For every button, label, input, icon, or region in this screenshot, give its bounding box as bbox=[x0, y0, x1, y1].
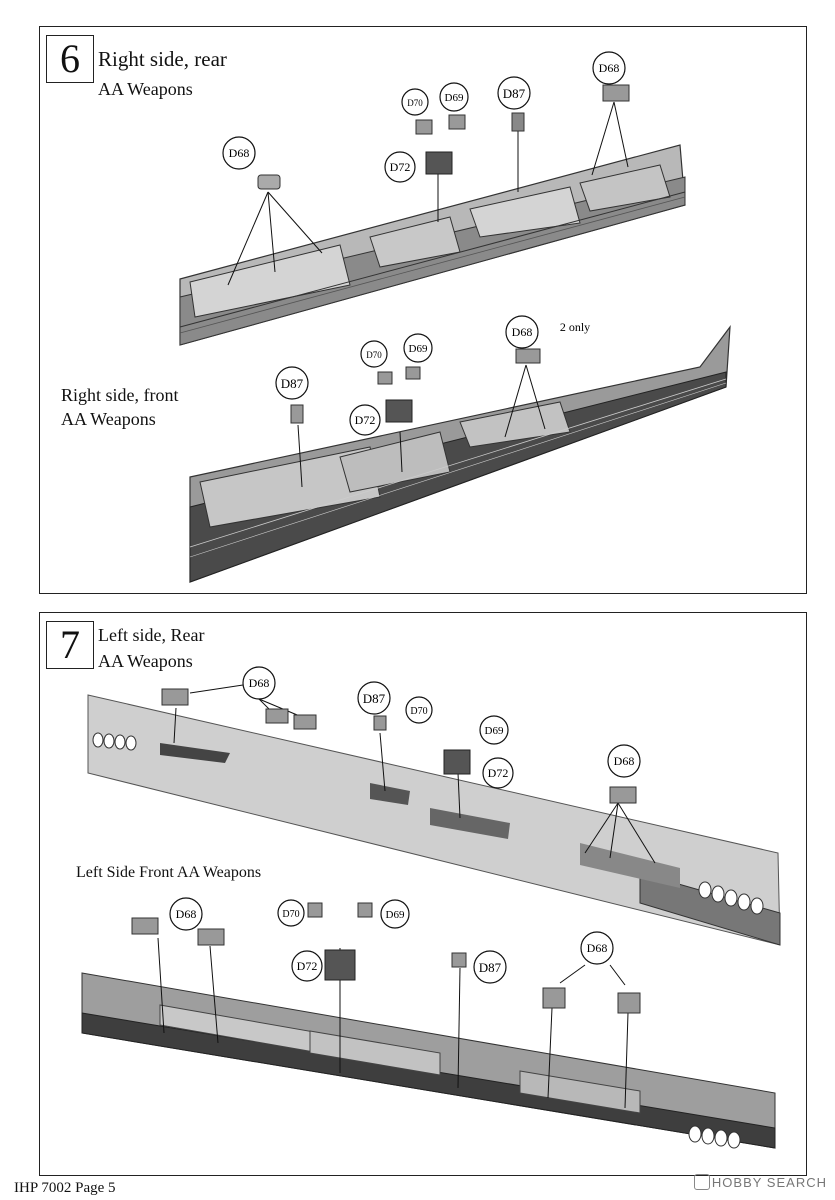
callouts-step7-front bbox=[131, 897, 641, 1109]
step-7-panel: D68 D87 D70 D69 D72 D68 D68 D70 D69 D72 … bbox=[39, 612, 807, 1176]
step-6-subtitle: AA Weapons bbox=[98, 79, 193, 99]
callout-d69-d: D69 bbox=[386, 909, 405, 921]
hull-right-rear bbox=[179, 144, 686, 346]
step-6-front-title: Right side, front bbox=[61, 385, 179, 405]
callout-d68-a: D68 bbox=[229, 146, 250, 160]
callout-d70-d: D70 bbox=[282, 909, 299, 920]
callout-d70-a: D70 bbox=[407, 98, 423, 108]
callout-d68-e: D68 bbox=[614, 754, 635, 768]
hull-left-front bbox=[81, 972, 776, 1149]
callout-d69-b: D69 bbox=[409, 343, 428, 355]
callout-d68-d: D68 bbox=[249, 676, 270, 690]
step-7-front-title: Left Side Front AA Weapons bbox=[76, 864, 262, 881]
step-7-title: Left side, Rear bbox=[98, 625, 205, 645]
callout-labels-step7: D68 D87 D70 D69 D72 D68 D68 D70 D69 D72 … bbox=[176, 676, 635, 975]
callout-d70-c: D70 bbox=[410, 706, 427, 717]
callout-d68-c: D68 bbox=[512, 325, 533, 339]
callout-d72-b: D72 bbox=[355, 413, 376, 427]
callout-d69-a: D69 bbox=[445, 92, 464, 104]
step-6-front-subtitle: AA Weapons bbox=[61, 409, 156, 429]
callout-d87-c: D87 bbox=[363, 691, 386, 706]
callout-d72-d: D72 bbox=[297, 959, 318, 973]
callout-d69-c: D69 bbox=[485, 725, 504, 737]
watermark: HOBBY SEARCH bbox=[693, 1174, 827, 1190]
callout-d68-g: D68 bbox=[587, 941, 608, 955]
callout-d87-d: D87 bbox=[479, 960, 502, 975]
note-2-only: 2 only bbox=[560, 320, 590, 334]
step-7-subtitle: AA Weapons bbox=[98, 651, 193, 671]
callout-d68-b: D68 bbox=[599, 61, 620, 75]
step-6-number: 6 bbox=[46, 35, 94, 83]
callout-d87-a: D87 bbox=[503, 86, 526, 101]
callouts-step6-front bbox=[275, 315, 546, 488]
step-6-title: Right side, rear bbox=[98, 47, 227, 71]
hull-left-rear bbox=[87, 694, 781, 946]
callouts-step7-rear bbox=[161, 666, 656, 864]
step-6-drawing: D68 D70 D69 D87 D72 D68 D87 D70 D69 D72 … bbox=[179, 51, 731, 583]
step-7-number: 7 bbox=[46, 621, 94, 669]
callout-labels-step6: D68 D70 D69 D87 D72 D68 D87 D70 D69 D72 … bbox=[229, 61, 620, 427]
callout-d87-b: D87 bbox=[281, 376, 304, 391]
hobby-search-logo-icon bbox=[693, 1174, 710, 1190]
callout-d72-c: D72 bbox=[488, 766, 509, 780]
step-7-drawing: D68 D87 D70 D69 D72 D68 D68 D70 D69 D72 … bbox=[81, 666, 781, 1149]
callout-d72-a: D72 bbox=[390, 160, 411, 174]
step-6-panel: D68 D70 D69 D87 D72 D68 D87 D70 D69 D72 … bbox=[39, 26, 807, 594]
callouts-step6-rear bbox=[222, 51, 630, 286]
page-footer: IHP 7002 Page 5 bbox=[14, 1180, 116, 1196]
hull-right-front bbox=[189, 325, 731, 583]
watermark-text: HOBBY SEARCH bbox=[711, 1175, 827, 1190]
callout-d70-b: D70 bbox=[366, 350, 382, 360]
callout-d68-f: D68 bbox=[176, 907, 197, 921]
